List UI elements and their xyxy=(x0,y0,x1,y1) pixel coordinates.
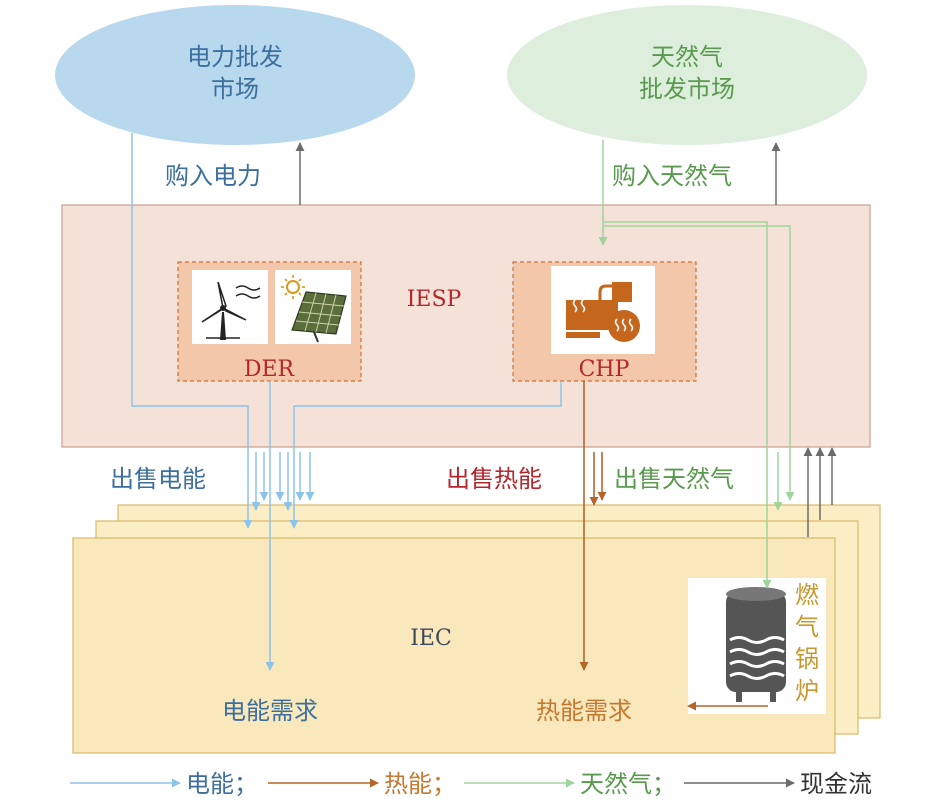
gas-market-ellipse xyxy=(507,5,867,145)
legend-heat: 热能； xyxy=(384,770,456,798)
cash-flows xyxy=(295,142,837,537)
legend: 电能； 热能； 天然气； 现金流 xyxy=(70,770,872,798)
gas-flows xyxy=(598,140,795,589)
solar-panel-icon xyxy=(275,270,351,344)
sell-electricity-label: 出售电能 xyxy=(110,465,206,493)
sell-gas-label: 出售天然气 xyxy=(614,465,734,493)
sell-heat-label: 出售热能 xyxy=(446,465,542,493)
gas-boiler-icon xyxy=(688,578,826,714)
heat-demand-label: 热能需求 xyxy=(536,697,632,725)
electricity-market-label: 电力批发市场 xyxy=(187,43,283,103)
heat-flows xyxy=(579,381,768,711)
buy-gas-label: 购入天然气 xyxy=(612,162,732,190)
chp-generator-icon xyxy=(551,266,655,354)
electricity-market-ellipse xyxy=(55,5,415,145)
electric-demand-label: 电能需求 xyxy=(222,697,318,725)
legend-gas: 天然气； xyxy=(580,770,676,798)
chp-label: CHP xyxy=(579,357,630,382)
electricity-flows xyxy=(131,133,562,671)
gas-market-label: 天然气批发市场 xyxy=(639,43,735,103)
gas-boiler-label: 燃气锅炉 xyxy=(795,581,819,705)
iec-label: IEC xyxy=(410,626,452,651)
der-label: DER xyxy=(244,357,296,382)
iesp-label: IESP xyxy=(407,287,462,312)
legend-electricity: 电能； xyxy=(186,770,258,798)
legend-cash: 现金流 xyxy=(800,770,872,798)
wind-turbine-icon xyxy=(192,270,268,344)
buy-power-label: 购入电力 xyxy=(165,162,261,190)
